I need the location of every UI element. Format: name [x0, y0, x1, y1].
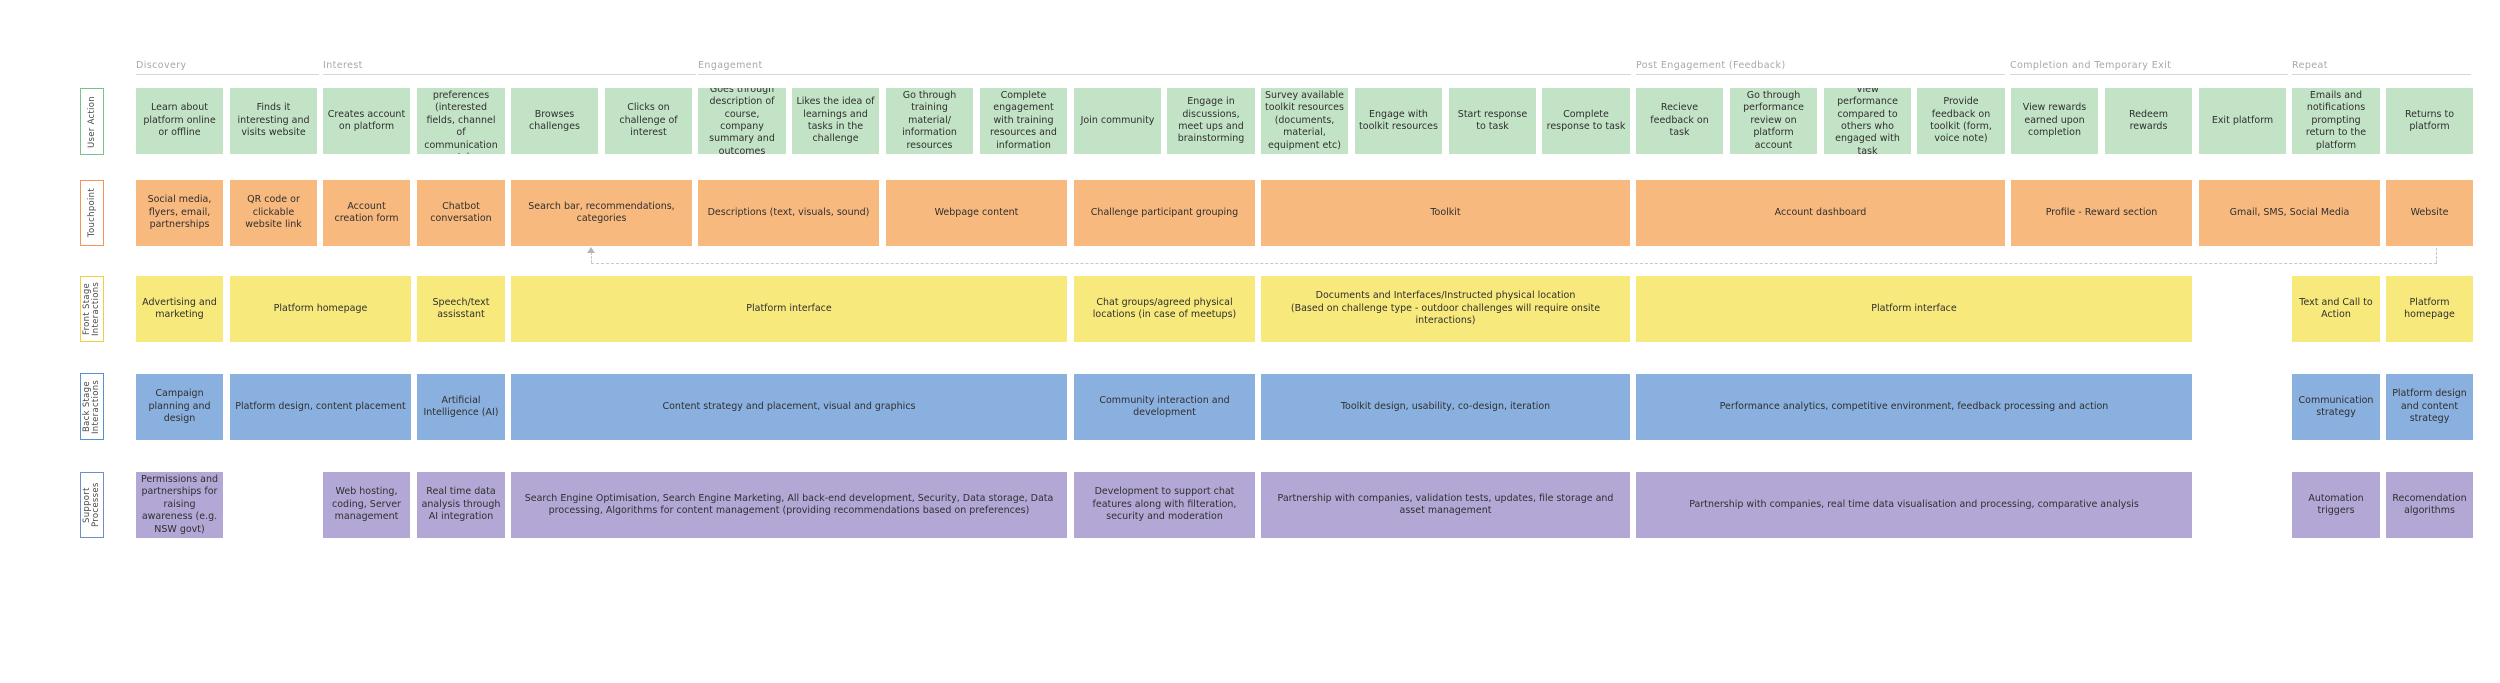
back-stage-card: Platform design and content strategy: [2386, 374, 2473, 440]
lane-label-text: Touchpoint: [86, 188, 97, 238]
user-action-card: View rewards earned upon completion: [2011, 88, 2098, 154]
support-card: Recomendation algorithms: [2386, 472, 2473, 538]
user-action-card: Complete engagement with training resour…: [980, 88, 1067, 154]
user-action-card: View performance compared to others who …: [1824, 88, 1911, 154]
front-stage-card: Text and Call to Action: [2292, 276, 2380, 342]
user-action-card: Join community: [1074, 88, 1161, 154]
phase-label: Completion and Temporary Exit: [2010, 60, 2172, 71]
phase-engagement: Engagement: [698, 60, 1631, 75]
front-stage-card: Platform homepage: [230, 276, 411, 342]
phase-label: Discovery: [136, 60, 187, 71]
phase-label: Repeat: [2292, 60, 2328, 71]
touchpoint-card: Search bar, recommendations, categories: [511, 180, 692, 246]
phase-divider: [2292, 74, 2471, 75]
phase-divider: [323, 74, 696, 75]
user-action-card: Creates account on platform: [323, 88, 410, 154]
front-stage-card: Platform homepage: [2386, 276, 2473, 342]
touchpoint-card: Account dashboard: [1636, 180, 2005, 246]
touchpoint-card: Webpage content: [886, 180, 1067, 246]
return-loop-connector: [591, 263, 2437, 264]
lane-label-text: Front Stage Interactions: [82, 281, 101, 337]
front-stage-card: Chat groups/agreed physical locations (i…: [1074, 276, 1255, 342]
phase-label: Engagement: [698, 60, 763, 71]
user-action-card: Provide feedback on toolkit (form, voice…: [1917, 88, 2005, 154]
support-card: Partnership with companies, validation t…: [1261, 472, 1630, 538]
touchpoint-card: Challenge participant grouping: [1074, 180, 1255, 246]
user-action-card: Browses challenges: [511, 88, 598, 154]
back-stage-card: Content strategy and placement, visual a…: [511, 374, 1067, 440]
touchpoint-card: Toolkit: [1261, 180, 1630, 246]
phase-divider: [2010, 74, 2288, 75]
lane-label-text: Back Stage Interactions: [82, 379, 101, 434]
phase-post-engagement: Post Engagement (Feedback): [1636, 60, 2005, 75]
support-card: Partnership with companies, real time da…: [1636, 472, 2192, 538]
user-action-card: Exit platform: [2199, 88, 2286, 154]
touchpoint-card: Profile - Reward section: [2011, 180, 2192, 246]
user-action-card: Finds it interesting and visits website: [230, 88, 317, 154]
touchpoint-card: Website: [2386, 180, 2473, 246]
user-action-card: Learn about platform online or offline: [136, 88, 223, 154]
lane-label-back-stage: Back Stage Interactions: [80, 373, 104, 440]
lane-label-support: Support Processes: [80, 472, 104, 538]
front-stage-card: Speech/text assisstant: [417, 276, 505, 342]
front-stage-card: Platform interface: [511, 276, 1067, 342]
user-action-card: Survey available toolkit resources (docu…: [1261, 88, 1348, 154]
phase-label: Interest: [323, 60, 363, 71]
phase-divider: [1636, 74, 2005, 75]
lane-label-text: Support Processes: [82, 482, 101, 528]
user-action-card: Start response to task: [1449, 88, 1536, 154]
front-stage-card: Advertising and marketing: [136, 276, 223, 342]
lane-label-user-action: User Action: [80, 88, 104, 155]
user-action-card: Go through training material/ informatio…: [886, 88, 973, 154]
lane-label-front-stage: Front Stage Interactions: [80, 276, 104, 342]
phase-discovery: Discovery: [136, 60, 319, 75]
lane-label-touchpoint: Touchpoint: [80, 180, 104, 246]
touchpoint-card: Descriptions (text, visuals, sound): [698, 180, 879, 246]
front-stage-card: Documents and Interfaces/Instructed phys…: [1261, 276, 1630, 342]
touchpoint-card: Chatbot conversation: [417, 180, 505, 246]
support-card: Permissions and partnerships for raising…: [136, 472, 223, 538]
user-action-card: Engage in discussions, meet ups and brai…: [1167, 88, 1255, 154]
return-loop-connector: [2436, 248, 2437, 263]
return-loop-connector: [591, 252, 592, 263]
back-stage-card: Community interaction and development: [1074, 374, 1255, 440]
user-action-card: Goes through description of course, comp…: [698, 88, 786, 154]
back-stage-card: Platform design, content placement: [230, 374, 411, 440]
touchpoint-card: Gmail, SMS, Social Media: [2199, 180, 2380, 246]
user-action-card: Returns to platform: [2386, 88, 2473, 154]
phase-label: Post Engagement (Feedback): [1636, 60, 1786, 71]
user-action-card: Recieve feedback on task: [1636, 88, 1723, 154]
user-action-card: Likes the idea of learnings and tasks in…: [792, 88, 879, 154]
support-card: Development to support chat features alo…: [1074, 472, 1255, 538]
lane-label-text: User Action: [86, 95, 97, 148]
front-stage-card: Platform interface: [1636, 276, 2192, 342]
user-action-card: Go through performance review on platfor…: [1730, 88, 1817, 154]
back-stage-card: Artificial Intelligence (AI): [417, 374, 505, 440]
phase-divider: [698, 74, 1631, 75]
back-stage-card: Campaign planning and design: [136, 374, 223, 440]
phase-divider: [136, 74, 319, 75]
return-arrow-icon: [587, 247, 595, 253]
phase-completion: Completion and Temporary Exit: [2010, 60, 2288, 75]
back-stage-card: Communication strategy: [2292, 374, 2380, 440]
user-action-card: Emails and notifications prompting retur…: [2292, 88, 2380, 154]
back-stage-card: Performance analytics, competitive envir…: [1636, 374, 2192, 440]
support-card: Web hosting, coding, Server management: [323, 472, 410, 538]
user-action-card: Clicks on challenge of interest: [605, 88, 692, 154]
user-action-card: Engage with toolkit resources: [1355, 88, 1442, 154]
support-card: Automation triggers: [2292, 472, 2380, 538]
phase-repeat: Repeat: [2292, 60, 2471, 75]
user-action-card: Redeem rewards: [2105, 88, 2192, 154]
touchpoint-card: Social media, flyers, email, partnership…: [136, 180, 223, 246]
touchpoint-card: Account creation form: [323, 180, 410, 246]
touchpoint-card: QR code or clickable website link: [230, 180, 317, 246]
user-action-card: Inputs preferences (interested fields, c…: [417, 88, 505, 154]
phase-interest: Interest: [323, 60, 696, 75]
support-card: Search Engine Optimisation, Search Engin…: [511, 472, 1067, 538]
support-card: Real time data analysis through AI integ…: [417, 472, 505, 538]
back-stage-card: Toolkit design, usability, co-design, it…: [1261, 374, 1630, 440]
user-action-card: Complete response to task: [1542, 88, 1630, 154]
